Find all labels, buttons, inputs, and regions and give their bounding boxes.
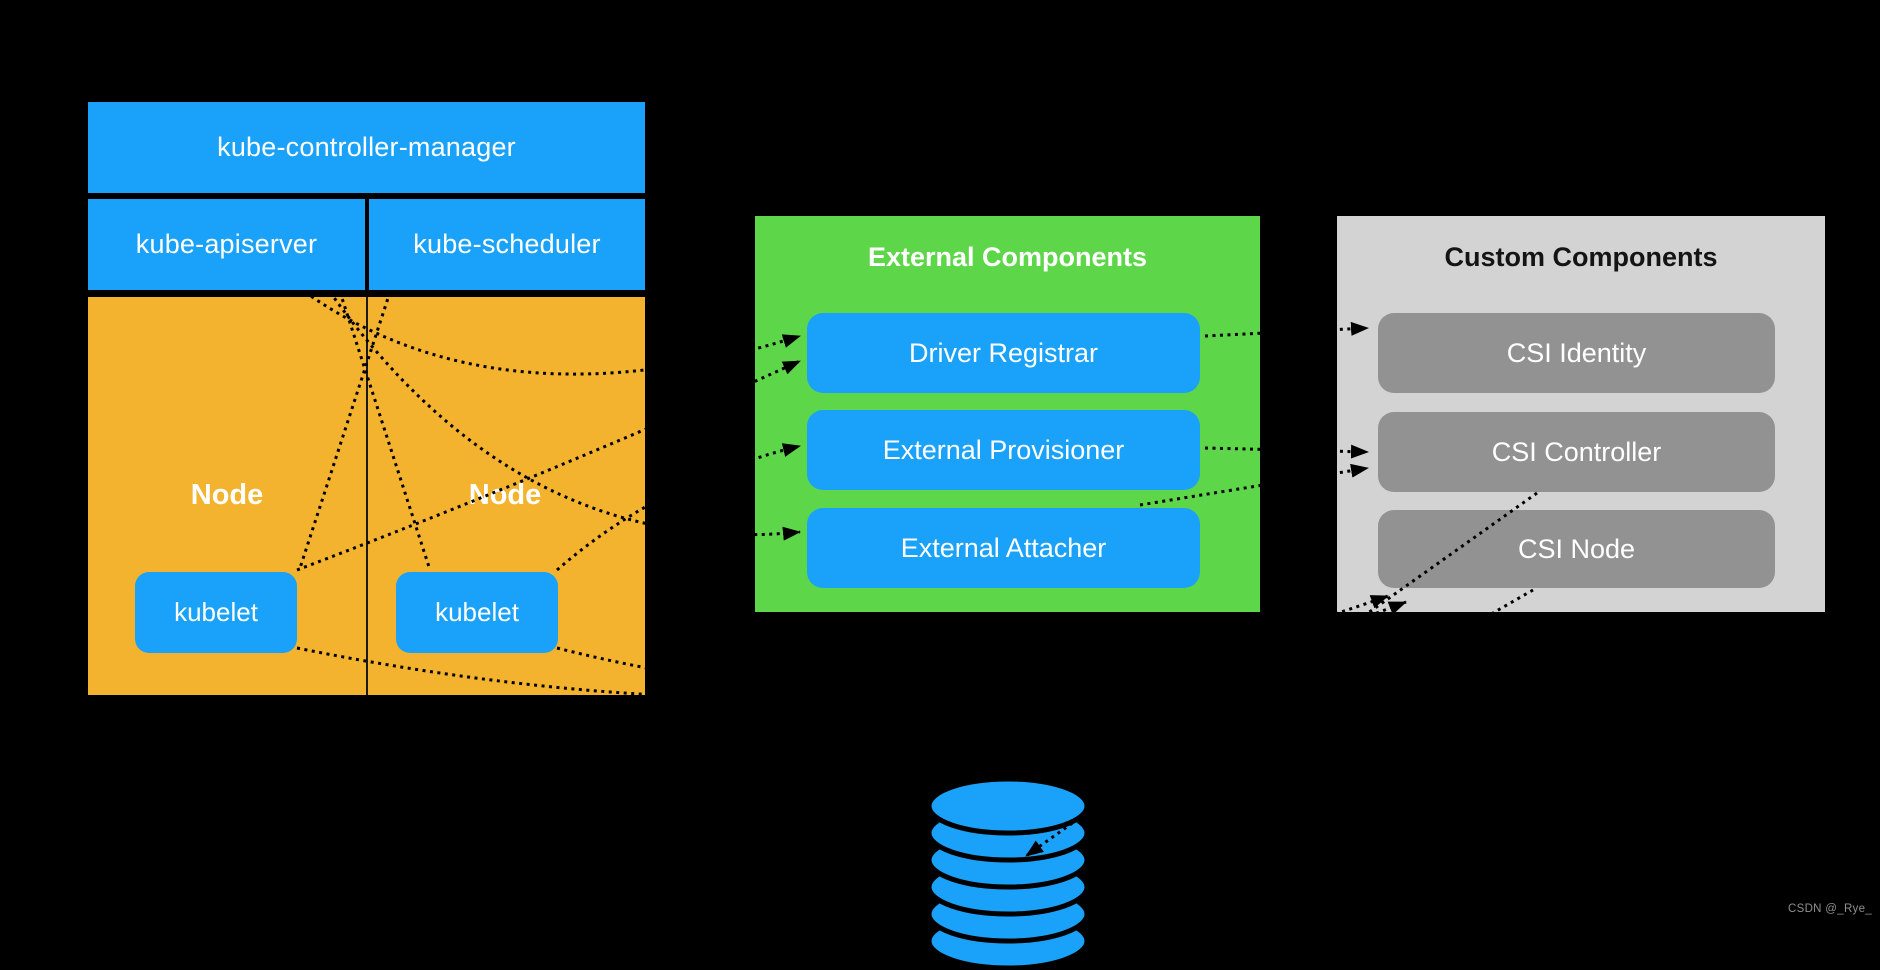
node-divider-line <box>366 297 368 695</box>
custom-components-panel: Custom Components CSI Identity CSI Contr… <box>1337 216 1825 612</box>
kubelet-2-label: kubelet <box>435 597 519 627</box>
kube-scheduler-label: kube-scheduler <box>413 229 601 259</box>
driver-registrar-box: Driver Registrar <box>807 313 1200 393</box>
external-components-title: External Components <box>867 242 1148 272</box>
kubelet-1-label: kubelet <box>174 597 258 627</box>
node-1-label: Node <box>190 479 264 511</box>
arrow-kubelet2-to-csi-node <box>556 600 1407 696</box>
external-attacher-label: External Attacher <box>900 532 1107 563</box>
driver-registrar-label: Driver Registrar <box>908 337 1099 368</box>
csi-node-box: CSI Node <box>1378 510 1775 588</box>
kube-apiserver-box: kube-apiserver <box>88 199 365 290</box>
external-attacher-box: External Attacher <box>807 508 1200 588</box>
csi-identity-box: CSI Identity <box>1378 313 1775 393</box>
external-components-panel: External Components Driver Registrar Ext… <box>755 216 1260 612</box>
csi-architecture-diagram: { "control_plane": { "manager": "kube-co… <box>88 102 1872 968</box>
csi-identity-label: CSI Identity <box>1506 337 1647 368</box>
kube-controller-manager-box: kube-controller-manager <box>88 102 645 193</box>
database-stack-icon <box>926 776 1090 970</box>
custom-components-title: Custom Components <box>1444 242 1718 272</box>
line-csi-node-to-storage <box>1097 588 1534 842</box>
watermark: CSDN @_Rye_ <box>1788 903 1872 915</box>
kubelet-2-box: kubelet <box>396 572 558 653</box>
csi-controller-label: CSI Controller <box>1491 436 1662 467</box>
kubelet-1-box: kubelet <box>135 572 297 653</box>
external-provisioner-label: External Provisioner <box>882 434 1125 465</box>
node-2-label: Node <box>468 479 542 511</box>
kube-scheduler-box: kube-scheduler <box>369 199 645 290</box>
external-provisioner-box: External Provisioner <box>807 410 1200 490</box>
csi-controller-box: CSI Controller <box>1378 412 1775 492</box>
kube-apiserver-label: kube-apiserver <box>135 229 318 259</box>
kube-controller-manager-label: kube-controller-manager <box>217 132 516 162</box>
csi-node-label: CSI Node <box>1517 533 1636 564</box>
